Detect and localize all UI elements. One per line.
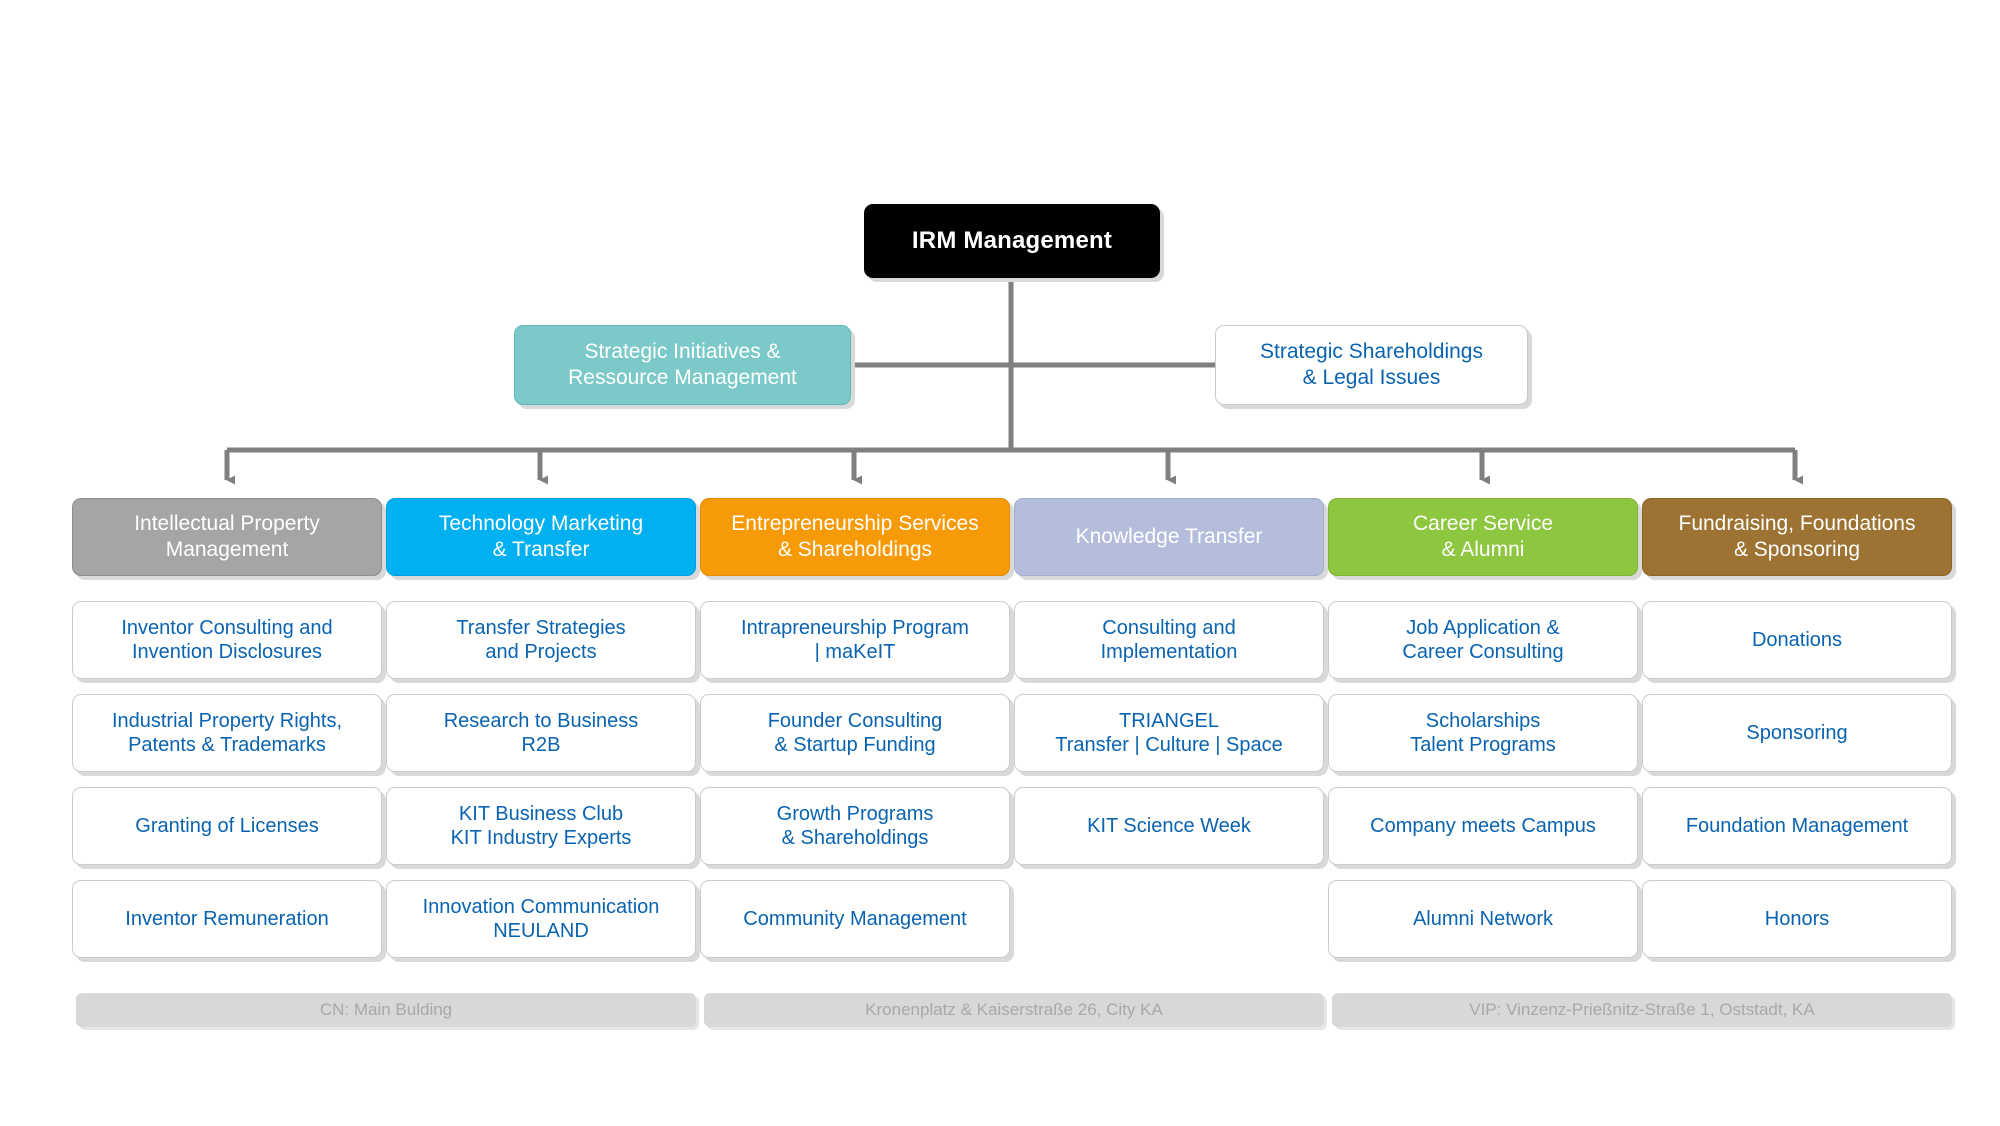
node-irm-management[interactable]: IRM Management <box>864 204 1160 278</box>
leaf-label: Job Application & Career Consulting <box>1402 616 1564 663</box>
leaf-item[interactable]: Honors <box>1642 880 1952 958</box>
leaf-item[interactable]: Alumni Network <box>1328 880 1638 958</box>
location-bar-kronenplatz: Kronenplatz & Kaiserstraße 26, City KA <box>704 993 1324 1027</box>
leaf-item[interactable]: KIT Science Week <box>1014 787 1324 865</box>
dept-label: Entrepreneurship Services & Shareholding… <box>731 512 979 561</box>
leaf-item[interactable]: Company meets Campus <box>1328 787 1638 865</box>
dept-header-entrepreneurship-services-shareholdings[interactable]: Entrepreneurship Services & Shareholding… <box>700 498 1010 576</box>
leaf-label: Community Management <box>743 907 967 930</box>
leaf-label: KIT Business Club KIT Industry Experts <box>450 802 632 849</box>
leaf-label: Consulting and Implementation <box>1100 616 1238 663</box>
dept-header-career-service-alumni[interactable]: Career Service & Alumni <box>1328 498 1638 576</box>
leaf-label: Granting of Licenses <box>135 814 319 837</box>
leaf-label: Inventor Consulting and Invention Disclo… <box>121 616 333 663</box>
node-strategic-initiatives[interactable]: Strategic Initiatives & Ressource Manage… <box>514 325 851 405</box>
leaf-item[interactable]: Intrapreneurship Program | maKeIT <box>700 601 1010 679</box>
leaf-label: Honors <box>1764 907 1830 930</box>
dept-header-fundraising-foundations-sponsoring[interactable]: Fundraising, Foundations & Sponsoring <box>1642 498 1952 576</box>
dept-label: Knowledge Transfer <box>1075 525 1263 549</box>
location-label: CN: Main Bulding <box>319 999 453 1019</box>
leaf-item[interactable]: Foundation Management <box>1642 787 1952 865</box>
leaf-label: Alumni Network <box>1412 907 1554 930</box>
dept-label: Fundraising, Foundations & Sponsoring <box>1678 512 1916 561</box>
leaf-item[interactable]: Transfer Strategies and Projects <box>386 601 696 679</box>
leaf-item[interactable]: Inventor Consulting and Invention Disclo… <box>72 601 382 679</box>
leaf-item[interactable]: TRIANGEL Transfer | Culture | Space <box>1014 694 1324 772</box>
leaf-item[interactable]: Sponsoring <box>1642 694 1952 772</box>
leaf-item[interactable]: Growth Programs & Shareholdings <box>700 787 1010 865</box>
leaf-label: Foundation Management <box>1685 814 1909 837</box>
leaf-item[interactable]: Job Application & Career Consulting <box>1328 601 1638 679</box>
node-label: Strategic Initiatives & Ressource Manage… <box>568 340 797 389</box>
node-label: Strategic Shareholdings & Legal Issues <box>1260 340 1483 389</box>
location-label: VIP: Vinzenz-Prießnitz-Straße 1, Oststad… <box>1469 999 1815 1019</box>
leaf-item[interactable]: Innovation Communication NEULAND <box>386 880 696 958</box>
leaf-label: Innovation Communication NEULAND <box>422 895 660 942</box>
leaf-item[interactable]: Inventor Remuneration <box>72 880 382 958</box>
location-label: Kronenplatz & Kaiserstraße 26, City KA <box>865 999 1163 1019</box>
leaf-label: Inventor Remuneration <box>125 907 329 930</box>
leaf-item[interactable]: Consulting and Implementation <box>1014 601 1324 679</box>
leaf-label: KIT Science Week <box>1087 814 1251 837</box>
dept-header-knowledge-transfer[interactable]: Knowledge Transfer <box>1014 498 1324 576</box>
location-bar-vip-oststadt: VIP: Vinzenz-Prießnitz-Straße 1, Oststad… <box>1332 993 1952 1027</box>
leaf-label: Scholarships Talent Programs <box>1410 709 1556 756</box>
leaf-item[interactable]: KIT Business Club KIT Industry Experts <box>386 787 696 865</box>
leaf-label: Intrapreneurship Program | maKeIT <box>741 616 969 663</box>
dept-label: Intellectual Property Management <box>134 512 320 561</box>
leaf-item[interactable]: Donations <box>1642 601 1952 679</box>
leaf-label: Sponsoring <box>1746 721 1848 744</box>
leaf-label: Industrial Property Rights, Patents & Tr… <box>111 709 343 756</box>
leaf-item[interactable]: Founder Consulting & Startup Funding <box>700 694 1010 772</box>
leaf-label: Transfer Strategies and Projects <box>456 616 626 663</box>
node-strategic-shareholdings[interactable]: Strategic Shareholdings & Legal Issues <box>1215 325 1528 405</box>
dept-header-technology-marketing-transfer[interactable]: Technology Marketing & Transfer <box>386 498 696 576</box>
node-label: IRM Management <box>911 227 1113 255</box>
leaf-item[interactable]: Granting of Licenses <box>72 787 382 865</box>
dept-header-intellectual-property-management[interactable]: Intellectual Property Management <box>72 498 382 576</box>
leaf-label: Growth Programs & Shareholdings <box>776 802 934 849</box>
location-bar-cn-main-building: CN: Main Bulding <box>76 993 696 1027</box>
leaf-label: TRIANGEL Transfer | Culture | Space <box>1055 709 1283 756</box>
leaf-item[interactable]: Community Management <box>700 880 1010 958</box>
leaf-label: Donations <box>1751 628 1843 651</box>
leaf-item[interactable]: Research to Business R2B <box>386 694 696 772</box>
dept-label: Career Service & Alumni <box>1412 512 1554 561</box>
leaf-label: Company meets Campus <box>1370 814 1596 837</box>
dept-label: Technology Marketing & Transfer <box>438 512 644 561</box>
leaf-label: Founder Consulting & Startup Funding <box>767 709 943 756</box>
leaf-label: Research to Business R2B <box>443 709 639 756</box>
leaf-item[interactable]: Industrial Property Rights, Patents & Tr… <box>72 694 382 772</box>
leaf-item[interactable]: Scholarships Talent Programs <box>1328 694 1638 772</box>
